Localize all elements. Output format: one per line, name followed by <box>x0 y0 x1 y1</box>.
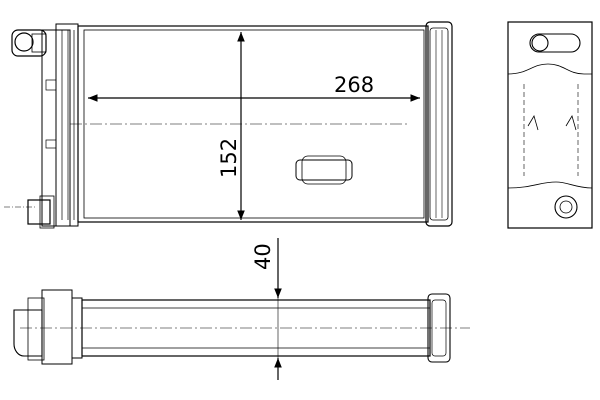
side-view <box>507 21 593 229</box>
depth-dimension: 40 <box>251 238 282 380</box>
height-dimension-label: 152 <box>217 138 241 178</box>
upper-pipe-connector <box>11 29 47 57</box>
depth-dimension-label: 40 <box>251 243 275 270</box>
right-tank <box>425 21 453 227</box>
width-dimension-label: 268 <box>334 73 374 97</box>
lower-pipe-connector <box>4 195 55 229</box>
front-view: 268 152 <box>4 21 453 229</box>
width-dimension: 268 <box>88 73 420 102</box>
side-upper-pipe <box>529 33 581 53</box>
core-body <box>70 25 429 223</box>
height-dimension: 152 <box>217 32 245 220</box>
top-view: 40 <box>13 238 470 380</box>
left-tank <box>4 23 79 229</box>
top-left-connector <box>13 289 73 365</box>
label-plate <box>295 155 353 185</box>
side-lower-pipe <box>554 195 578 219</box>
